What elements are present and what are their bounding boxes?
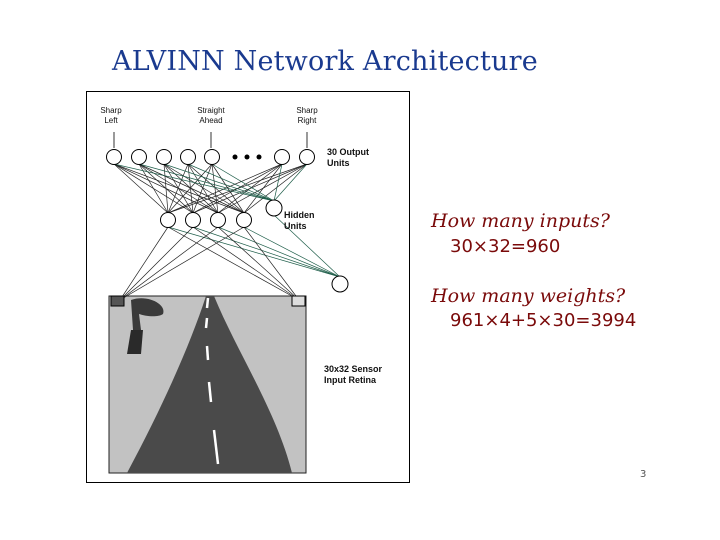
retina-pixel-left — [111, 296, 124, 306]
output-hidden-link-6-2 — [218, 164, 307, 213]
output-bias-link-3 — [188, 164, 274, 201]
hidden-retina-right-link-0 — [168, 227, 299, 300]
hidden-unit-node-2 — [186, 213, 201, 228]
label-sensor-retina-line1: 30x32 Sensor — [324, 364, 382, 375]
hidden-retina-left-link-0 — [120, 227, 168, 300]
label-sharp-right: Sharp Right — [289, 106, 325, 126]
hidden-bias-link-1 — [193, 227, 340, 277]
hidden-retina-left-link-2 — [120, 227, 218, 300]
lane-dash-3 — [207, 346, 208, 360]
hidden-retina-right-link-1 — [193, 227, 299, 300]
ellipsis-dot-1 — [233, 155, 238, 160]
hidden-unit-node-3 — [211, 213, 226, 228]
label-sharp-left-line1: Sharp — [93, 106, 129, 116]
label-hidden-units-line2: Units — [284, 221, 315, 232]
output-unit-node-6 — [275, 150, 290, 165]
hidden-unit-node-1 — [161, 213, 176, 228]
output-unit-node-1 — [107, 150, 122, 165]
label-output-units-line2: Units — [327, 158, 369, 169]
output-unit-node-7 — [300, 150, 315, 165]
label-straight-ahead-line2: Ahead — [188, 116, 234, 126]
ellipsis-dot-2 — [245, 155, 250, 160]
output-unit-node-2 — [132, 150, 147, 165]
answer-inputs: 30×32=960 — [450, 236, 560, 257]
lane-dash-2 — [206, 318, 207, 328]
answer-weights: 961×4+5×30=3994 — [450, 310, 636, 331]
label-straight-ahead-line1: Straight — [188, 106, 234, 116]
ellipsis-dot-3 — [257, 155, 262, 160]
label-sharp-left-line2: Left — [93, 116, 129, 126]
output-hidden-link-3-3 — [188, 164, 244, 213]
slide-title: ALVINN Network Architecture — [112, 46, 538, 77]
lane-dash-1 — [207, 298, 208, 308]
label-output-units: 30 Output Units — [327, 147, 369, 169]
retina-bias-node — [332, 276, 348, 292]
output-unit-node-5 — [205, 150, 220, 165]
hidden-retina-right-link-2 — [218, 227, 299, 300]
question-inputs: How many inputs? — [431, 210, 610, 232]
retina-pixel-right — [292, 296, 305, 306]
hidden-bias-link-2 — [218, 227, 340, 277]
label-hidden-units-line1: Hidden — [284, 210, 315, 221]
output-unit-node-4 — [181, 150, 196, 165]
output-hidden-link-1-0 — [139, 164, 168, 213]
label-hidden-units: Hidden Units — [284, 210, 315, 232]
hidden-bias-link-3 — [244, 227, 340, 277]
label-sharp-right-line2: Right — [289, 116, 325, 126]
hidden-unit-node-4 — [237, 213, 252, 228]
hidden-retina-right-link-3 — [244, 227, 299, 300]
label-sensor-retina: 30x32 Sensor Input Retina — [324, 364, 382, 386]
output-unit-node-3 — [157, 150, 172, 165]
label-sharp-left: Sharp Left — [93, 106, 129, 126]
alvinn-network-figure: Sharp Left Straight Ahead Sharp Right 30… — [86, 91, 410, 483]
bias-unit-node — [266, 200, 282, 216]
label-output-units-line1: 30 Output — [327, 147, 369, 158]
label-sensor-retina-line2: Input Retina — [324, 375, 382, 386]
page-number: 3 — [640, 469, 646, 480]
output-hidden-link-0-0 — [114, 164, 168, 213]
label-straight-ahead: Straight Ahead — [188, 106, 234, 126]
hidden-bias-link-0 — [168, 227, 340, 277]
question-weights: How many weights? — [431, 285, 625, 307]
label-sharp-right-line1: Sharp — [289, 106, 325, 116]
